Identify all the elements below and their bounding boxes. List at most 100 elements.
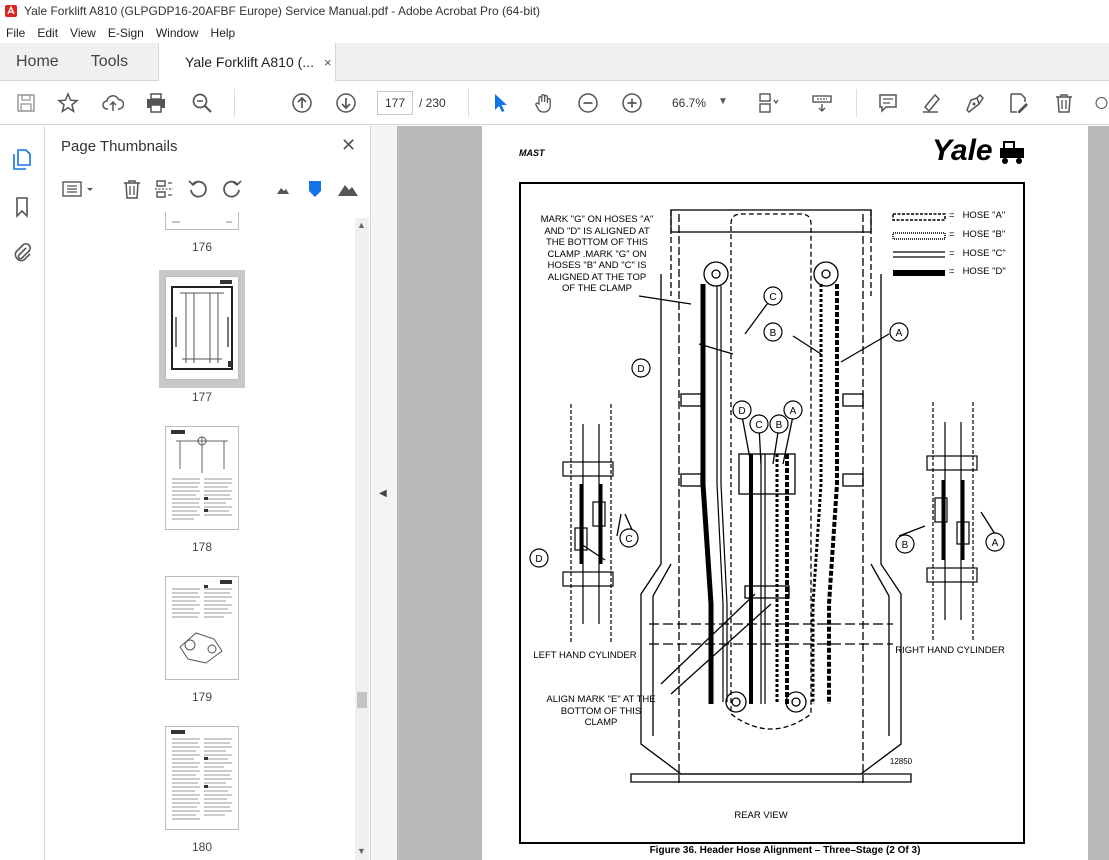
left-cylinder-label: LEFT HAND CYLINDER [533, 650, 637, 661]
menu-view[interactable]: View [70, 25, 96, 40]
callout-a: A [896, 328, 903, 339]
document-view[interactable]: MAST Yale [397, 126, 1109, 860]
fill-sign-icon[interactable] [962, 91, 986, 115]
mast-diagram: C B A D D C B A D C B A [529, 209, 1005, 784]
menu-file[interactable]: File [6, 25, 26, 40]
legend-label: HOSE "D" [962, 266, 1006, 277]
menu-window[interactable]: Window [155, 25, 199, 40]
rotate-right-icon[interactable] [221, 178, 243, 200]
toolbar-separator [856, 89, 857, 117]
section-label: MAST [519, 148, 545, 158]
thumbnail-page-selected[interactable] [165, 276, 239, 380]
thumbnail-scrollbar[interactable]: ▲ ▼ [355, 218, 369, 860]
page-display-icon[interactable] [756, 91, 780, 115]
tab-tools[interactable]: Tools [90, 52, 129, 70]
thumbnail-size-slider-icon[interactable] [304, 178, 326, 200]
callout-d: D [535, 554, 542, 565]
thumbnail-larger-icon[interactable] [337, 178, 359, 200]
menu-help[interactable]: Help [210, 25, 236, 40]
tab-document[interactable]: Yale Forklift A810 (... × [158, 43, 337, 81]
legend-hose-b: =HOSE "B" [949, 229, 1005, 240]
highlight-pen-icon[interactable] [919, 91, 943, 115]
callout-c: C [755, 420, 762, 431]
logo-text: Yale [932, 134, 993, 166]
callout-b: B [902, 540, 909, 551]
note-line: ALIGNED AT THE TOP [547, 271, 647, 283]
window-title: Yale Forklift A810 (GLPGDP16-20AFBF Euro… [24, 4, 541, 18]
figure-number: 12850 [889, 757, 913, 766]
callout-b: B [776, 420, 783, 431]
legend-hose-d: = HOSE "D" [949, 266, 1006, 277]
previous-page-icon[interactable] [290, 91, 314, 115]
more-tools-icon[interactable] [1094, 91, 1109, 115]
page-thumbnails-panel: Page Thumbnails ✕ 176 [45, 126, 371, 860]
legend-label: HOSE "C" [962, 248, 1006, 259]
hand-tool-icon[interactable] [532, 91, 556, 115]
menu-edit[interactable]: Edit [37, 25, 59, 40]
collapse-panel-icon[interactable]: ◀ [379, 488, 387, 499]
menu-esign[interactable]: E-Sign [107, 25, 144, 40]
title-bar: Yale Forklift A810 (GLPGDP16-20AFBF Euro… [0, 0, 1109, 22]
note-line: ALIGN MARK "E" AT THE [546, 694, 656, 705]
acrobat-icon [5, 5, 17, 17]
callout-d: D [637, 364, 644, 375]
attachment-icon[interactable] [11, 241, 33, 263]
delete-page-icon[interactable] [121, 178, 143, 200]
note-line: MARK "G" ON HOSES "A" [540, 214, 654, 225]
zoom-in-icon[interactable] [620, 91, 644, 115]
star-icon[interactable] [56, 91, 80, 115]
note-line: THE BOTTOM OF THIS [545, 237, 649, 248]
rotate-left-icon[interactable] [187, 178, 209, 200]
zoom-level-select[interactable]: 66.7% [672, 96, 707, 110]
save-icon[interactable] [14, 91, 38, 115]
legend-equals: = [949, 210, 955, 221]
chevron-down-icon[interactable]: ▼ [718, 96, 728, 107]
zoom-out-icon[interactable] [576, 91, 600, 115]
next-page-icon[interactable] [334, 91, 358, 115]
note-line: CLAMP .MARK "G" ON [547, 248, 647, 260]
thumbnail-page[interactable] [165, 576, 239, 680]
legend-equals: = [949, 248, 955, 259]
callout-a: A [992, 538, 999, 549]
tab-document-label: Yale Forklift A810 (... [185, 54, 314, 70]
figure-caption: Figure 36. Header Hose Alignment – Three… [649, 845, 921, 856]
extract-page-icon[interactable] [153, 178, 175, 200]
thumbnail-smaller-icon[interactable] [272, 178, 294, 200]
thumbnail-list: 176 177 [45, 212, 355, 860]
select-cursor-icon[interactable] [488, 91, 512, 115]
comment-icon[interactable] [876, 91, 900, 115]
print-icon[interactable] [144, 91, 168, 115]
scroll-mode-icon[interactable] [810, 91, 834, 115]
upload-cloud-icon[interactable] [101, 91, 125, 115]
callout-b: B [770, 328, 777, 339]
toolbar-separator [468, 89, 469, 117]
thumbnail-label: 178 [191, 540, 213, 554]
bookmark-icon[interactable] [11, 196, 33, 218]
thumbnail-label: 179 [191, 690, 213, 704]
figure-frame: C B A D D C B A D C B A [519, 182, 1025, 844]
page-number-input[interactable]: 177 [377, 91, 413, 115]
legend-hose-c: = HOSE "C" [949, 248, 1006, 259]
delete-icon[interactable] [1052, 91, 1076, 115]
zoom-search-icon[interactable] [190, 91, 214, 115]
thumbnail-page[interactable] [165, 726, 239, 830]
note-line: CLAMP [584, 717, 618, 728]
page-thumbnails-icon[interactable] [11, 148, 33, 170]
thumbnail-page[interactable] [165, 426, 239, 530]
view-label: REAR VIEW [734, 810, 788, 821]
options-menu-icon[interactable] [61, 178, 97, 200]
close-icon[interactable]: ✕ [341, 135, 357, 155]
yale-logo: Yale [930, 132, 1030, 167]
panel-splitter[interactable]: ◀ [371, 126, 397, 860]
legend-equals: = [949, 266, 955, 277]
scroll-up-icon[interactable]: ▲ [357, 220, 366, 230]
thumbnail-page[interactable] [165, 212, 239, 230]
thumbnail-label: 176 [191, 240, 213, 254]
tab-close-icon[interactable]: × [323, 54, 332, 70]
panel-title: Page Thumbnails [61, 138, 178, 155]
scroll-down-icon[interactable]: ▼ [357, 846, 366, 856]
pdf-page: MAST Yale [482, 126, 1088, 860]
tab-home[interactable]: Home [16, 52, 59, 70]
scrollbar-thumb[interactable] [357, 692, 367, 708]
edit-pdf-icon[interactable] [1006, 91, 1030, 115]
